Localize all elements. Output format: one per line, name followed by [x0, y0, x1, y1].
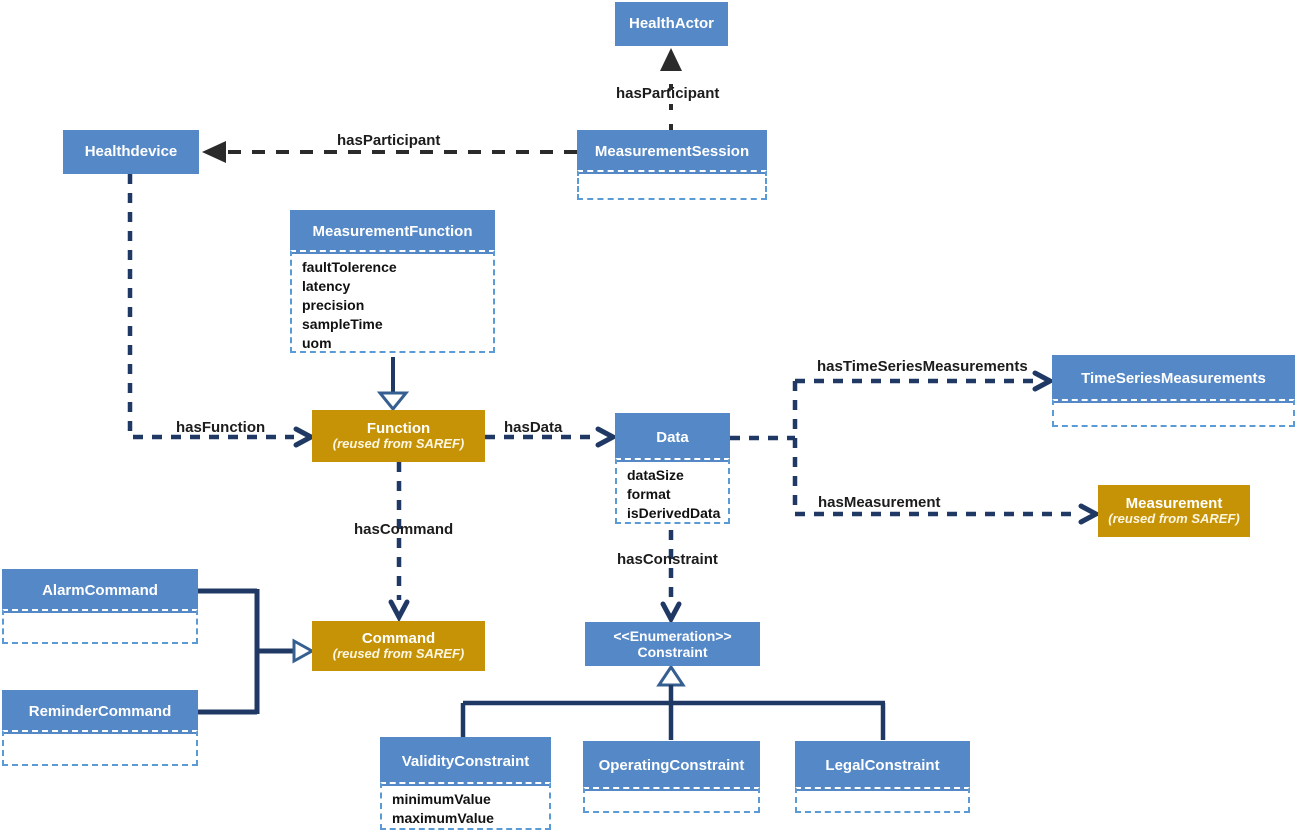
edge-label-hasdata: hasData [504, 419, 563, 436]
class-command-header: Command (reused from SAREF) [312, 621, 485, 671]
class-validityconstraint: ValidityConstraint minimumValue maximumVa… [380, 737, 551, 830]
edge-label-hasparticipant-actor: hasParticipant [616, 85, 720, 102]
edge-hasmeasurement-arrowhead [1078, 503, 1102, 525]
class-constraint: <<Enumeration>> Constraint [585, 622, 760, 666]
class-alarmcommand-attributes [2, 609, 198, 644]
edge-hasparticipant-device-arrowhead [202, 141, 226, 163]
class-timeseriesmeasurements-title: TimeSeriesMeasurements [1052, 355, 1295, 403]
class-measurement: Measurement (reused from SAREF) [1098, 485, 1250, 537]
class-timeseriesmeasurements-attributes [1052, 399, 1295, 427]
class-legalconstraint-attributes [795, 787, 970, 813]
class-function: Function (reused from SAREF) [312, 410, 485, 462]
edge-hasdata-arrowhead [595, 426, 619, 448]
edge-label-hastimeseriesmeasurements: hasTimeSeriesMeasurements [817, 358, 1028, 375]
class-measurementfunction: MeasurementFunction faultTolerence latenc… [290, 210, 495, 353]
class-command-title: Command [361, 629, 436, 647]
attribute-label: faultTolerence [302, 259, 397, 275]
class-healthactor-title: HealthActor [615, 2, 728, 46]
class-alarmcommand: AlarmCommand [2, 569, 198, 644]
class-data-title: Data [615, 413, 730, 462]
attribute-label: precision [302, 297, 365, 313]
attribute-label: minimumValue [392, 791, 491, 807]
edge-hasfunction-arrowhead [293, 426, 317, 448]
navy-dashed-edges [127, 174, 1080, 602]
attribute-label: uom [302, 335, 332, 351]
class-remindercommand-title: ReminderCommand [2, 690, 198, 734]
class-measurementsession: MeasurementSession [577, 130, 767, 200]
class-measurement-header: Measurement (reused from SAREF) [1098, 485, 1250, 537]
class-function-subtitle: (reused from SAREF) [332, 436, 465, 452]
attribute-label: isDerivedData [627, 505, 721, 521]
class-healthactor: HealthActor [615, 2, 728, 46]
class-function-title: Function [366, 419, 431, 437]
attribute-label: latency [302, 278, 351, 294]
edge-label-hasmeasurement: hasMeasurement [818, 494, 941, 511]
class-command-subtitle: (reused from SAREF) [332, 646, 465, 662]
edge-gen-constraint-triangle [656, 664, 686, 687]
attribute-label: sampleTime [302, 316, 383, 332]
class-validityconstraint-title: ValidityConstraint [380, 737, 551, 786]
edge-hastimeseries-arrowhead [1032, 370, 1056, 392]
class-operatingconstraint: OperatingConstraint [583, 741, 760, 813]
edge-hasconstraint-arrowhead [660, 601, 682, 625]
edge-hasparticipant-actor-arrowhead [660, 48, 682, 71]
class-remindercommand-attributes [2, 730, 198, 766]
class-healthdevice-title: Healthdevice [63, 130, 199, 174]
edge-label-hasconstraint: hasConstraint [617, 551, 718, 568]
class-measurementfunction-attributes: faultTolerence latency precision sampleTime… [290, 250, 495, 353]
edge-gen-command-lines [198, 588, 294, 715]
class-healthdevice: Healthdevice [63, 130, 199, 174]
class-legalconstraint-title: LegalConstraint [795, 741, 970, 791]
class-constraint-title: Constraint [637, 644, 708, 660]
class-data: Data dataSize format isDerivedData [615, 413, 730, 524]
class-remindercommand: ReminderCommand [2, 690, 198, 766]
edge-gen-measurementfunction-triangle [376, 391, 410, 412]
edge-label-hasfunction: hasFunction [176, 419, 266, 436]
class-function-header: Function (reused from SAREF) [312, 410, 485, 462]
class-command: Command (reused from SAREF) [312, 621, 485, 671]
attribute-label: maximumValue [392, 810, 494, 826]
class-measurementsession-attributes [577, 170, 767, 200]
class-measurement-subtitle: (reused from SAREF) [1108, 511, 1240, 527]
attribute-label: format [627, 486, 671, 502]
class-timeseriesmeasurements: TimeSeriesMeasurements [1052, 355, 1295, 427]
class-measurement-title: Measurement [1125, 494, 1223, 512]
class-measurementfunction-title: MeasurementFunction [290, 210, 495, 254]
edge-label-hasparticipant-device: hasParticipant [337, 132, 441, 149]
edge-hascommand-arrowhead [388, 599, 410, 623]
class-operatingconstraint-attributes [583, 787, 760, 813]
class-constraint-header: <<Enumeration>> Constraint [585, 622, 760, 666]
class-measurementsession-title: MeasurementSession [577, 130, 767, 174]
edge-gen-command-triangle [292, 638, 316, 664]
edge-label-hascommand: hasCommand [354, 521, 454, 538]
class-constraint-stereotype: <<Enumeration>> [613, 627, 732, 644]
edge-hasfunction-line [127, 174, 294, 440]
class-legalconstraint: LegalConstraint [795, 741, 970, 813]
attribute-label: dataSize [627, 467, 684, 483]
class-alarmcommand-title: AlarmCommand [2, 569, 198, 613]
edge-gen-constraint-lines [460, 685, 886, 740]
class-data-attributes: dataSize format isDerivedData [615, 458, 730, 524]
class-validityconstraint-attributes: minimumValue maximumValue [380, 782, 551, 830]
class-operatingconstraint-title: OperatingConstraint [583, 741, 760, 791]
